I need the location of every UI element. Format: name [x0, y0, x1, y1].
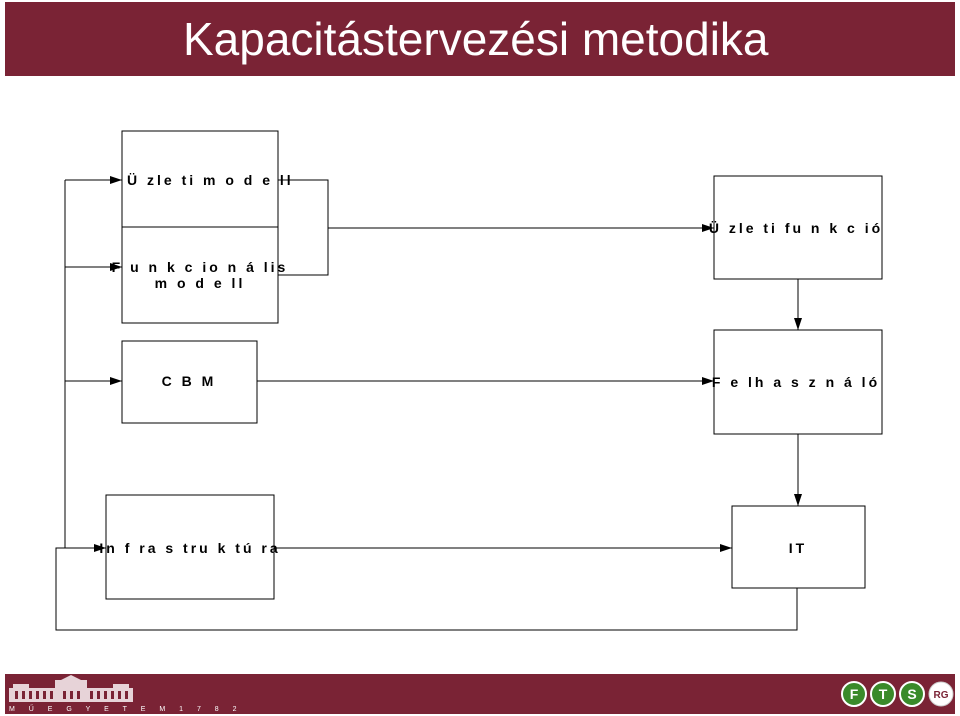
felhasznalo-label: F e lh a s z n á ló	[712, 374, 880, 390]
uzleti-modell-box	[121, 130, 279, 228]
it-box	[731, 505, 866, 589]
uzleti-funkcio-label: Ü zle ti fu n k c ió	[709, 220, 883, 236]
ftsrg-logo: F T S RG	[841, 681, 954, 707]
funkcionalis-modell-box	[121, 226, 279, 324]
infrastruktura-box	[105, 494, 275, 600]
uzleti-funkcio-box	[713, 175, 883, 280]
uzleti-modell-label: Ü zle ti m o d e ll	[127, 172, 294, 188]
footer-graphics: M Ű E G Y E T E M 1 7 8 2 F T S RG	[9, 675, 954, 713]
funkcionalis-modell-label-2: m o d e ll	[155, 275, 246, 291]
footer-bar: M Ű E G Y E T E M 1 7 8 2 F T S RG	[5, 674, 955, 714]
page-title: Kapacitástervezési metodika	[183, 13, 769, 65]
logo-letter-s: S	[907, 686, 916, 702]
it-label: IT	[789, 540, 807, 556]
logo-letter-f: F	[850, 686, 859, 702]
logo-letter-rg: RG	[934, 690, 949, 701]
logo-letter-t: T	[879, 686, 888, 702]
cbm-label: C B M	[162, 373, 217, 389]
infrastruktura-label: In f ra s tru k tú ra	[99, 540, 280, 556]
funkcionalis-modell-label-1: F u n k c io n á lis	[112, 259, 289, 275]
header-bar: Kapacitástervezési metodika	[5, 2, 955, 76]
cbm-box	[121, 340, 258, 424]
university-text: M Ű E G Y E T E M 1 7 8 2	[9, 704, 243, 713]
felhasznalo-box	[713, 329, 883, 435]
